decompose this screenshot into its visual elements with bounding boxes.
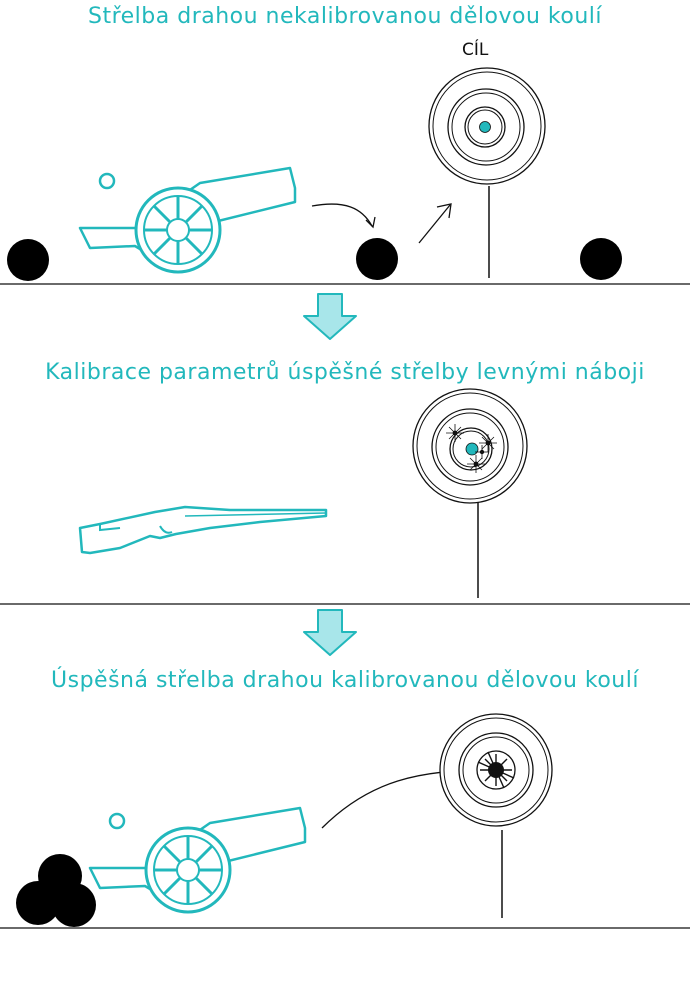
trajectory-arrow [312, 204, 372, 226]
cannon-icon [80, 168, 295, 272]
miss-arrow [419, 205, 450, 243]
down-arrow-icon [304, 294, 356, 339]
cannonball-icon [580, 238, 622, 280]
cannonball-icon [7, 239, 49, 281]
target-icon [429, 68, 545, 278]
panel-3 [0, 714, 690, 928]
cannonball-icon [356, 238, 398, 280]
down-arrow-icon [304, 610, 356, 655]
panel-1 [0, 68, 690, 284]
panel-2 [0, 389, 690, 604]
target-icon [440, 714, 552, 918]
cannonball-stack [16, 854, 96, 927]
rifle-icon [80, 507, 326, 553]
cannon-icon [90, 808, 305, 912]
target-icon [413, 389, 527, 598]
